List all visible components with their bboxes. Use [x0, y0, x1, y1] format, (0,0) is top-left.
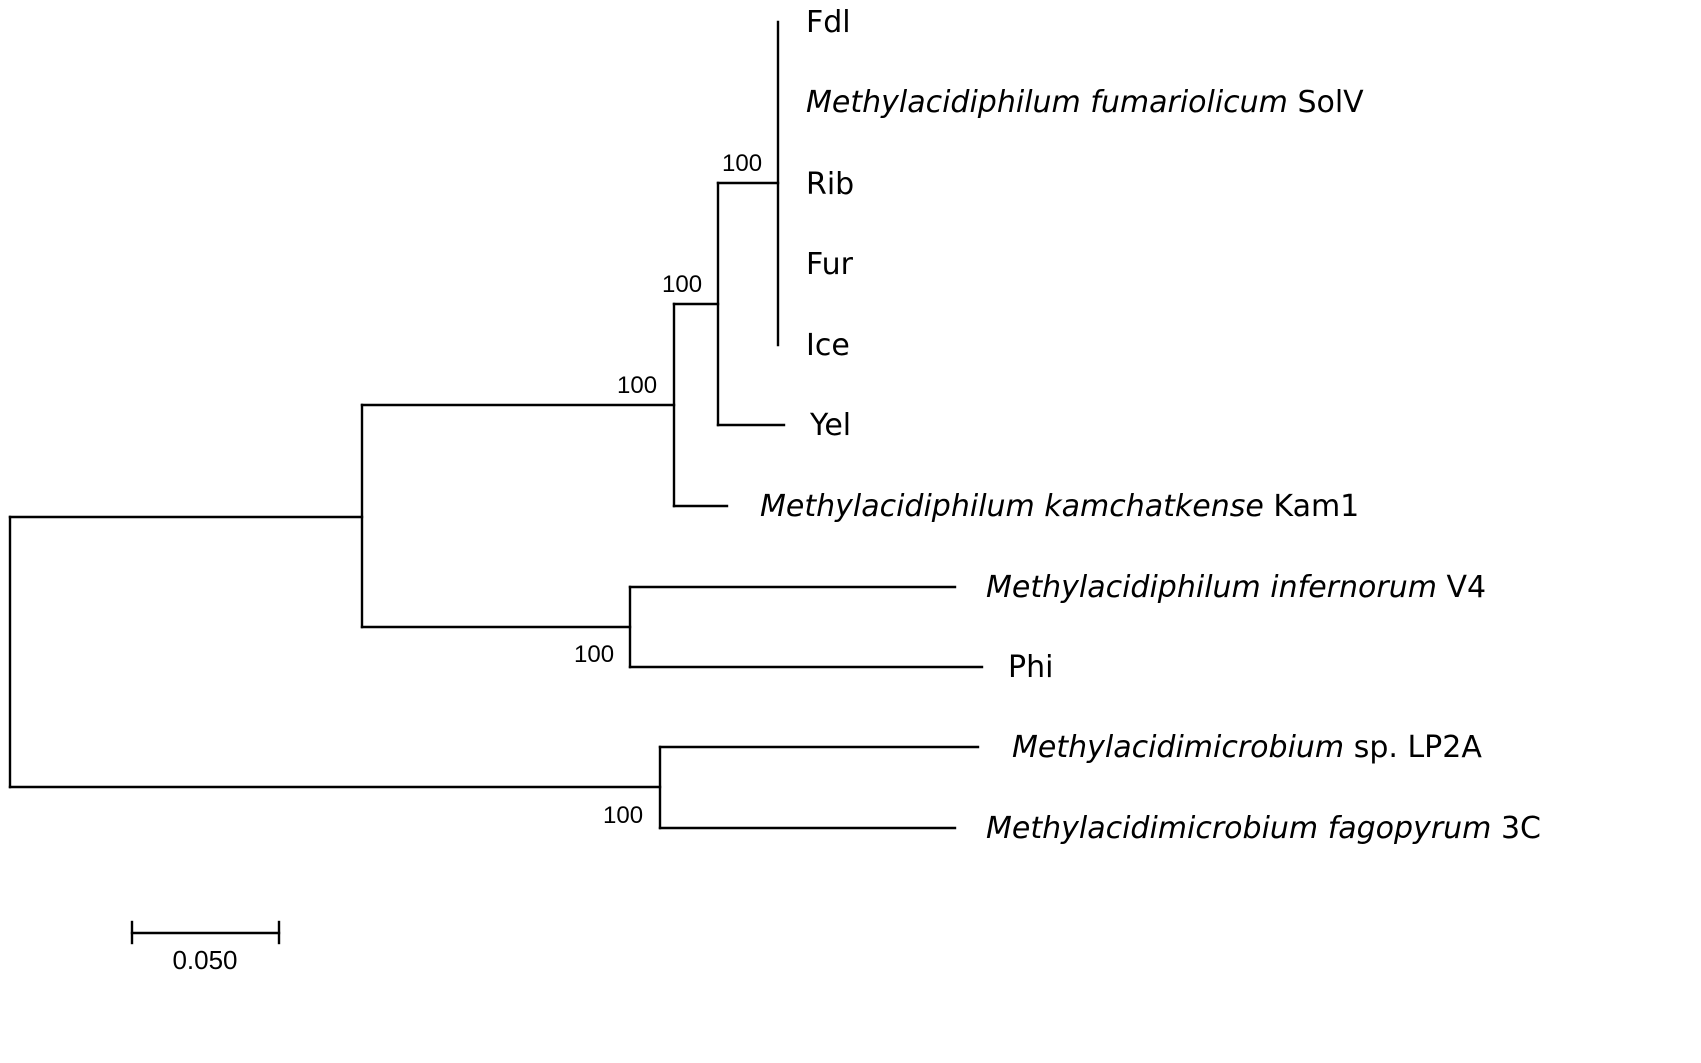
- lp2a-strain-name: sp. LP2A: [1354, 730, 1483, 765]
- 3c-species-name: Methylacidimicrobium fagopyrum: [986, 811, 1491, 846]
- leaf-label-3c: Methylacidimicrobium fagopyrum 3C: [986, 811, 1541, 846]
- leaf-label-fur: Fur: [806, 247, 854, 282]
- bootstrap-yel-clade: 100: [662, 271, 702, 298]
- bootstrap-methylacidimicrobium-clade: 100: [603, 802, 643, 829]
- solv-strain-name: SolV: [1297, 85, 1364, 120]
- scale-bar-label: 0.050: [172, 945, 237, 975]
- kam1-species-name: Methylacidiphilum kamchatkense: [760, 489, 1264, 524]
- v4-strain-name: V4: [1446, 570, 1486, 605]
- v4-species-name: Methylacidiphilum infernorum: [986, 570, 1437, 605]
- leaf-label-lp2a: Methylacidimicrobium sp. LP2A: [1012, 730, 1482, 765]
- leaf-label-v4: Methylacidiphilum infernorum V4: [986, 570, 1486, 605]
- bootstrap-kamchatkense-clade: 100: [617, 372, 657, 399]
- leaf-label-phi: Phi: [1008, 650, 1053, 685]
- leaf-label-fdl: Fdl: [806, 5, 851, 40]
- leaf-label-kam1: Methylacidiphilum kamchatkense Kam1: [760, 489, 1359, 524]
- leaf-label-rib: Rib: [806, 167, 854, 202]
- leaf-label-yel: Yel: [809, 408, 851, 443]
- bootstrap-crown-clade: 100: [722, 150, 762, 177]
- bootstrap-infernorum-clade: 100: [574, 641, 614, 668]
- leaf-label-ice: Ice: [806, 328, 850, 363]
- kam1-strain-name: Kam1: [1273, 489, 1359, 524]
- leaf-label-solv: Methylacidiphilum fumariolicum SolV: [806, 85, 1364, 120]
- 3c-strain-name: 3C: [1501, 811, 1541, 846]
- lp2a-genus-name: Methylacidimicrobium: [1012, 730, 1344, 765]
- solv-species-name: Methylacidiphilum fumariolicum: [806, 85, 1288, 120]
